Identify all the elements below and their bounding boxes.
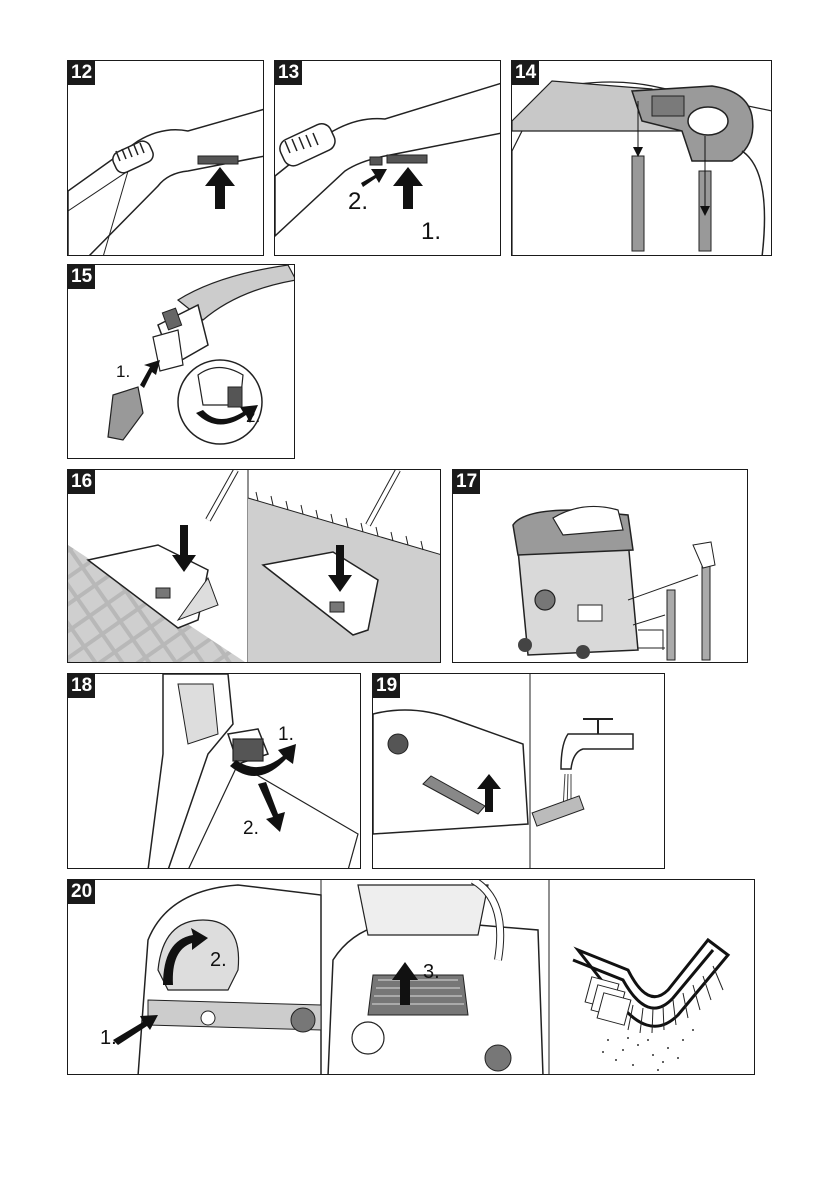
accessory-storage-illustration bbox=[453, 470, 748, 663]
figure-number: 13 bbox=[275, 61, 302, 85]
figure-number: 16 bbox=[68, 470, 95, 494]
step-label: 2. bbox=[243, 818, 259, 839]
step-label: 2. bbox=[210, 949, 227, 971]
drain-plug-illustration: 1. 2. bbox=[68, 674, 361, 869]
figure-number: 17 bbox=[453, 470, 480, 494]
drain-plug bbox=[233, 739, 263, 761]
step-label: 1. bbox=[421, 218, 441, 245]
up-arrow-icon bbox=[205, 167, 235, 209]
step-label: 1. bbox=[278, 724, 294, 745]
up-arrow-icon bbox=[393, 167, 423, 209]
figure-18: 18 1. 2. bbox=[67, 673, 361, 869]
figure-number: 19 bbox=[373, 674, 400, 698]
figure-12: 12 bbox=[67, 60, 264, 256]
figure-16: 16 bbox=[67, 469, 441, 663]
step-label: 2. bbox=[246, 407, 260, 426]
step-label: 1. bbox=[100, 1027, 117, 1049]
figure-number: 12 bbox=[68, 61, 95, 85]
filter-element bbox=[368, 975, 468, 1015]
figure-number: 18 bbox=[68, 674, 95, 698]
figure-number: 15 bbox=[68, 265, 95, 289]
figure-17: 17 bbox=[452, 469, 748, 663]
handle-illustration bbox=[68, 61, 264, 256]
up-arrow-icon bbox=[140, 360, 160, 388]
filter-lid-illustration bbox=[512, 61, 772, 256]
floor-nozzle-illustration bbox=[68, 470, 441, 663]
figure-15: 15 1. 2. bbox=[67, 264, 295, 459]
step-label: 1. bbox=[116, 362, 130, 381]
figure-20: 20 2. 1. 3. bbox=[67, 879, 755, 1075]
filter-removal-illustration: 2. 1. 3. bbox=[68, 880, 755, 1075]
crevice-nozzle bbox=[108, 387, 143, 440]
right-arrow-icon bbox=[361, 169, 387, 187]
faucet-icon bbox=[561, 719, 633, 769]
figure-13: 13 2. 1. bbox=[274, 60, 501, 256]
figure-number: 14 bbox=[512, 61, 539, 85]
crevice-nozzle-illustration: 1. 2. bbox=[68, 265, 295, 459]
folded-filter-icon bbox=[573, 940, 728, 1071]
handle-release-illustration: 2. 1. bbox=[275, 61, 501, 256]
step-label: 2. bbox=[348, 188, 368, 215]
figure-number: 20 bbox=[68, 880, 95, 904]
figure-19: 19 bbox=[372, 673, 665, 869]
figure-14: 14 bbox=[511, 60, 772, 256]
filter-rinse-illustration bbox=[373, 674, 665, 869]
step-label: 3. bbox=[423, 961, 440, 983]
